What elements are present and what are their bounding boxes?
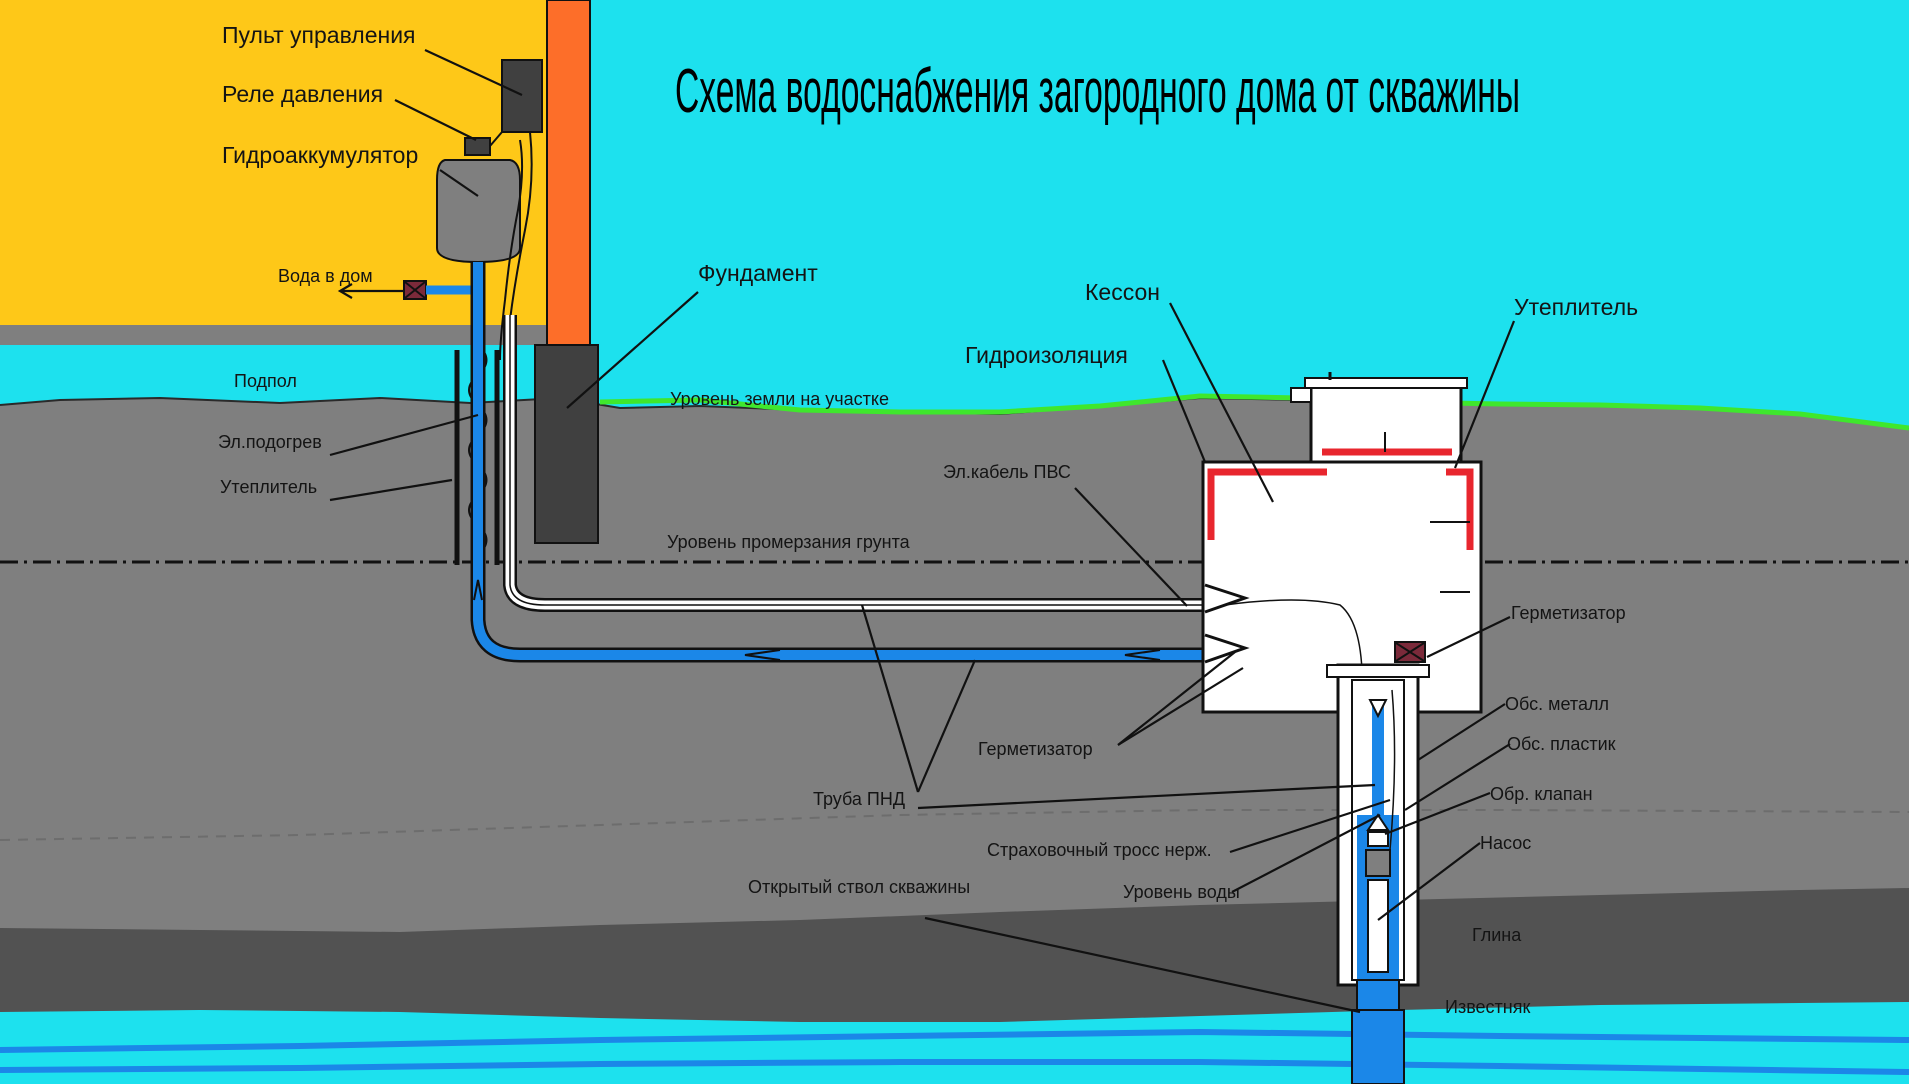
label-hdpe-pipe: Труба ПНД	[813, 789, 905, 809]
pump-head	[1365, 849, 1391, 877]
label-frost-line: Уровень промерзания грунта	[667, 532, 911, 552]
label-water-to-house: Вода в дом	[278, 266, 373, 286]
label-ground-level: Уровень земли на участке	[670, 389, 889, 409]
label-crawlspace: Подпол	[234, 371, 297, 391]
label-foundation: Фундамент	[698, 260, 818, 286]
grass-line	[599, 393, 1909, 431]
label-insulation-right: Утеплитель	[1514, 294, 1638, 320]
cable-sealant	[1204, 583, 1250, 614]
caisson-hatch-hinge	[1290, 387, 1312, 403]
house-floor	[0, 325, 590, 345]
flow-arrow	[744, 649, 781, 661]
pump-body	[1367, 879, 1389, 973]
water-pipe	[473, 262, 1390, 700]
riser-funnel	[1368, 699, 1388, 719]
check-valve-shape	[1366, 813, 1390, 831]
pipe-sealant	[1204, 633, 1250, 664]
riser-in-casing	[1372, 700, 1384, 820]
power-cable-line	[509, 315, 1225, 606]
label-sealant-right: Герметизатор	[1511, 603, 1626, 623]
caisson-cable-curve	[1224, 599, 1364, 701]
label-caisson: Кессон	[1085, 279, 1160, 305]
label-waterproofing: Гидроизоляция	[965, 342, 1128, 368]
label-accumulator: Гидроаккумулятор	[222, 142, 418, 168]
control-panel-box	[501, 59, 543, 133]
house-post	[546, 0, 591, 346]
label-safety-cable: Страховочный тросс нерж.	[987, 840, 1212, 860]
open-bore	[1356, 979, 1400, 1011]
label-casing-plastic: Обс. пластик	[1507, 734, 1616, 754]
foundation-block	[534, 344, 599, 544]
label-clay: Глина	[1472, 925, 1522, 945]
diagram-title: Схема водоснабжения загородного дома от …	[675, 57, 1520, 126]
caisson-insulation-left	[1207, 468, 1327, 540]
flow-arrow	[473, 579, 483, 601]
house-valve-cross	[404, 281, 426, 299]
flow-arrow	[1124, 649, 1161, 661]
label-heating-cable: Эл.подогрев	[218, 432, 322, 452]
caisson-lid	[1304, 377, 1468, 389]
label-insulation-left: Утеплитель	[220, 477, 317, 497]
label-water-level: Уровень воды	[1123, 882, 1240, 902]
pressure-relay-box	[464, 137, 491, 156]
label-casing-metal: Обс. металл	[1505, 694, 1609, 714]
safety-cable-line	[1389, 689, 1396, 851]
casing-head	[1326, 664, 1430, 678]
label-power-cable: Эл.кабель ПВС	[943, 462, 1071, 482]
aquifer-stream-upper	[0, 1028, 1909, 1053]
control-wire	[499, 139, 524, 361]
label-pointers	[329, 49, 1516, 1014]
label-limestone: Известняк	[1445, 997, 1530, 1017]
check-valve-body	[1367, 831, 1389, 847]
relay-wire	[489, 131, 503, 147]
label-open-bore: Открытый ствол скважины	[748, 877, 970, 897]
control-wire-2	[509, 131, 533, 321]
label-pressure-relay: Реле давления	[222, 81, 383, 107]
label-check-valve: Обр. клапан	[1490, 784, 1593, 804]
label-control-panel: Пульт управления	[222, 22, 416, 48]
label-sealant-bottom: Герметизатор	[978, 739, 1093, 759]
caisson-valve-cross	[1395, 642, 1425, 662]
soil-sublayer-line	[0, 809, 1909, 841]
open-bore-limestone	[1351, 1009, 1405, 1084]
caisson-insulation-right	[1446, 468, 1474, 550]
aquifer-stream-lower	[0, 1059, 1909, 1075]
label-pump: Насос	[1480, 833, 1531, 853]
